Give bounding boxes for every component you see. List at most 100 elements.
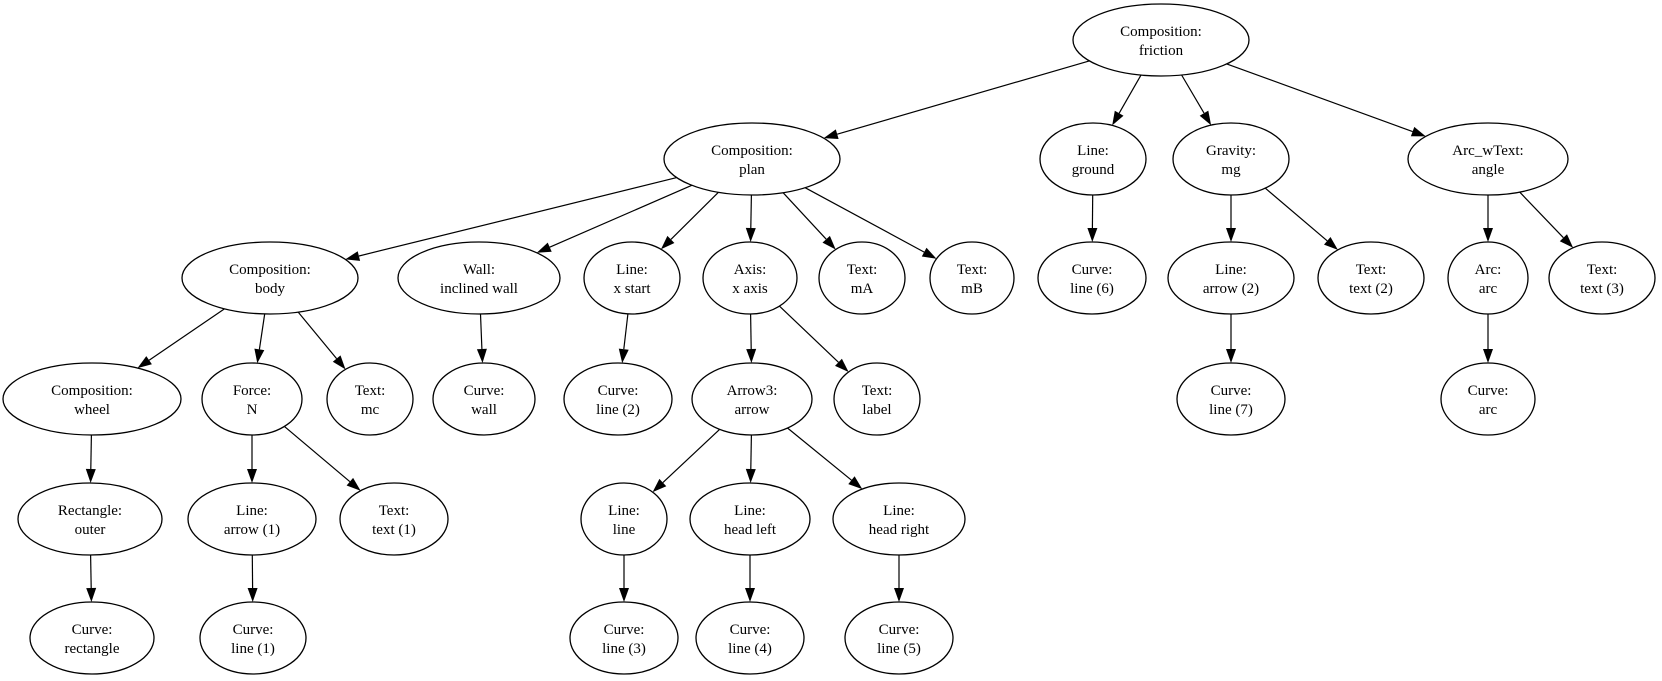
node-ellipse-head_left bbox=[689, 482, 811, 556]
node-name-label-ground: ground bbox=[1072, 162, 1115, 178]
edge-plan-to-mB bbox=[804, 187, 925, 253]
node-type-label-text2: Text: bbox=[1356, 262, 1387, 278]
node-type-label-curve_line4: Curve: bbox=[730, 622, 771, 638]
node-name-label-friction: friction bbox=[1139, 43, 1184, 59]
node-name-label-curve_rect: rectangle bbox=[65, 641, 120, 657]
node-type-label-curve_line2: Curve: bbox=[598, 383, 639, 399]
arrowhead-line_line-to-curve_line3 bbox=[619, 588, 629, 602]
node-ellipse-mB bbox=[929, 241, 1015, 315]
node-name-label-curve_line4: line (4) bbox=[728, 641, 772, 657]
node-text2: Text:text (2) bbox=[1317, 241, 1425, 315]
node-type-label-head_left: Line: bbox=[734, 503, 766, 519]
arrowhead-outer-to-curve_rect bbox=[86, 587, 97, 602]
node-type-label-text3: Text: bbox=[1587, 262, 1618, 278]
node-type-label-outer: Rectangle: bbox=[58, 503, 122, 519]
node-type-label-line6: Curve: bbox=[1072, 262, 1113, 278]
edge-xaxis-to-label bbox=[778, 305, 839, 363]
node-ellipse-friction bbox=[1072, 3, 1250, 77]
node-ellipse-curve_line5 bbox=[844, 601, 954, 675]
node-head_right: Line:head right bbox=[832, 482, 966, 556]
node-name-label-wheel: wheel bbox=[74, 402, 110, 418]
arrowhead-friction-to-plan bbox=[823, 129, 839, 139]
node-ellipse-mA bbox=[818, 241, 906, 315]
node-ellipse-arrow3 bbox=[691, 362, 813, 436]
node-type-label-curve_line1: Curve: bbox=[233, 622, 274, 638]
node-type-label-curve_arc: Curve: bbox=[1468, 383, 1509, 399]
node-name-label-curve_line1: line (1) bbox=[231, 641, 275, 657]
arrowhead-arrow3-to-head_right bbox=[848, 476, 863, 490]
node-name-label-head_right: head right bbox=[869, 522, 930, 538]
node-mB: Text:mB bbox=[929, 241, 1015, 315]
node-name-label-arrow2: arrow (2) bbox=[1203, 281, 1259, 297]
edge-friction-to-plan bbox=[837, 60, 1090, 135]
arrowhead-arrow3-to-head_left bbox=[745, 468, 756, 483]
edge-arrow3-to-head_left bbox=[750, 434, 752, 470]
node-ellipse-curve_line2 bbox=[563, 362, 673, 436]
edge-friction-to-mg bbox=[1181, 74, 1205, 114]
node-ellipse-forceN bbox=[201, 362, 303, 436]
edge-outer-to-curve_rect bbox=[90, 554, 92, 589]
node-outer: Rectangle:outer bbox=[17, 482, 163, 556]
edge-angle-to-text3 bbox=[1519, 191, 1564, 239]
node-mg: Gravity:mg bbox=[1172, 122, 1290, 196]
node-ellipse-head_right bbox=[832, 482, 966, 556]
node-curve_rect: Curve:rectangle bbox=[29, 601, 155, 675]
node-type-label-wall: Wall: bbox=[463, 262, 495, 278]
node-ellipse-label bbox=[833, 362, 921, 436]
arrowhead-xstart-to-curve_line2 bbox=[618, 348, 629, 364]
edge-plan-to-xaxis bbox=[750, 194, 752, 229]
edge-wall-to-curve_wall bbox=[479, 313, 483, 350]
arrowhead-xaxis-to-arrow3 bbox=[746, 348, 757, 363]
node-type-label-curve_line5: Curve: bbox=[879, 622, 920, 638]
edge-plan-to-wall bbox=[549, 184, 693, 248]
node-ellipse-arc bbox=[1447, 241, 1529, 315]
node-ellipse-body bbox=[181, 241, 359, 315]
node-name-label-curve_line3: line (3) bbox=[602, 641, 646, 657]
node-name-label-curve_line2: line (2) bbox=[596, 402, 640, 418]
arrowhead-body-to-forceN bbox=[254, 348, 265, 364]
node-ellipse-curve_rect bbox=[29, 601, 155, 675]
node-forceN: Force:N bbox=[201, 362, 303, 436]
arrowhead-xaxis-to-label bbox=[835, 358, 849, 372]
node-ellipse-line_line bbox=[580, 482, 668, 556]
arrowhead-ground-to-line6 bbox=[1087, 228, 1098, 242]
arrowhead-plan-to-mA bbox=[822, 235, 836, 250]
node-type-label-xaxis: Axis: bbox=[734, 262, 767, 278]
node-line6: Curve: line (6) bbox=[1037, 241, 1147, 315]
nodes-layer: Composition: frictionComposition:planLine… bbox=[2, 3, 1656, 675]
node-type-label-mc: Text: bbox=[355, 383, 386, 399]
node-ellipse-wall bbox=[397, 241, 561, 315]
node-curve_line7: Curve:line (7) bbox=[1176, 362, 1286, 436]
node-wheel: Composition:wheel bbox=[2, 362, 182, 436]
edge-plan-to-mA bbox=[782, 192, 827, 240]
node-name-label-plan: plan bbox=[739, 162, 765, 178]
node-friction: Composition: friction bbox=[1072, 3, 1250, 77]
node-name-label-line6: line (6) bbox=[1070, 281, 1114, 297]
arrowhead-friction-to-angle bbox=[1410, 126, 1426, 137]
edge-plan-to-body bbox=[358, 177, 677, 257]
node-type-label-friction: Composition: bbox=[1120, 24, 1202, 40]
edge-forceN-to-text1 bbox=[284, 425, 351, 483]
node-ellipse-text3 bbox=[1548, 241, 1656, 315]
arrowhead-arrow2-to-curve_line7 bbox=[1226, 349, 1236, 363]
node-ellipse-mg bbox=[1172, 122, 1290, 196]
node-mA: Text:mA bbox=[818, 241, 906, 315]
node-arc: Arc:arc bbox=[1447, 241, 1529, 315]
node-type-label-curve_line3: Curve: bbox=[604, 622, 645, 638]
arrowhead-mg-to-arrow2 bbox=[1226, 228, 1236, 242]
node-type-label-mB: Text: bbox=[957, 262, 988, 278]
edge-friction-to-ground bbox=[1118, 74, 1142, 114]
node-label: Text:label bbox=[833, 362, 921, 436]
arrowhead-wheel-to-outer bbox=[85, 468, 96, 483]
arrowhead-angle-to-arc bbox=[1483, 228, 1493, 242]
node-wall: Wall:inclined wall bbox=[397, 241, 561, 315]
node-name-label-text1: text (1) bbox=[372, 522, 416, 538]
node-ellipse-text1 bbox=[339, 482, 449, 556]
node-xaxis: Axis:x axis bbox=[702, 241, 798, 315]
node-plan: Composition:plan bbox=[663, 122, 841, 196]
node-text3: Text:text (3) bbox=[1548, 241, 1656, 315]
node-ellipse-arrow2 bbox=[1167, 241, 1295, 315]
arrowhead-mg-to-text2 bbox=[1324, 237, 1338, 250]
